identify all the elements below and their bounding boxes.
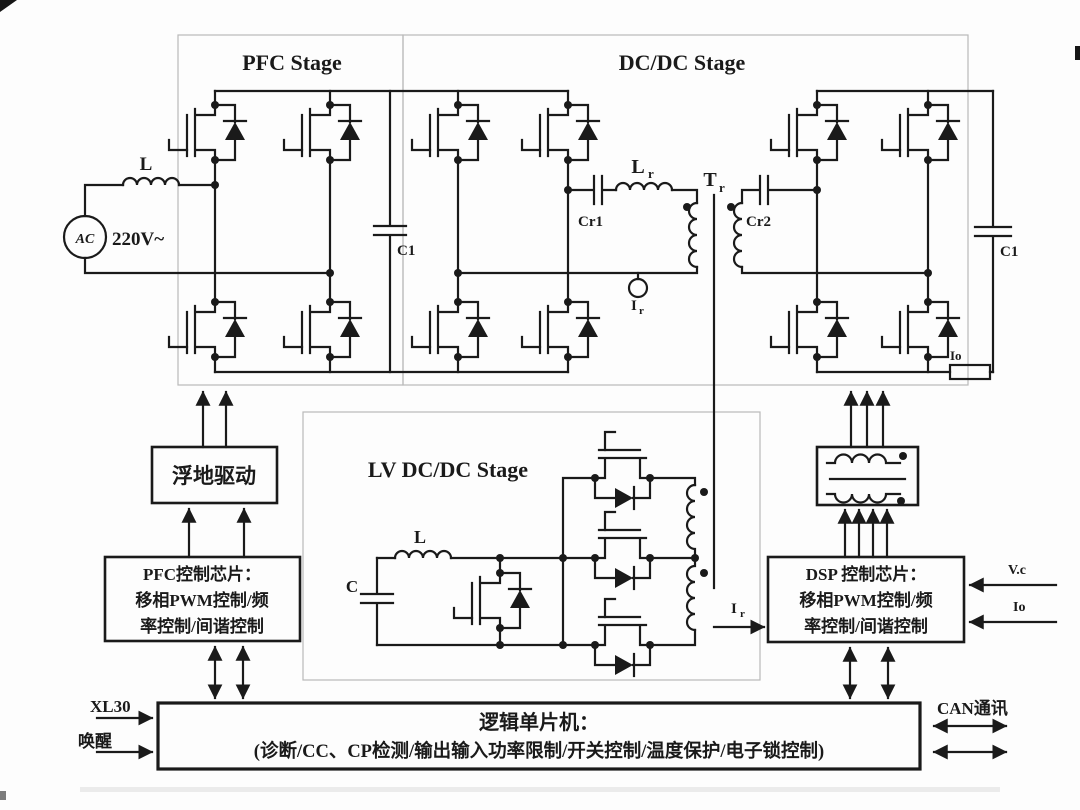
dcdc-stage-title: DC/DC Stage bbox=[619, 50, 746, 75]
scan-artifact-top-left bbox=[0, 0, 17, 12]
mosfet-sec-high2 bbox=[880, 99, 961, 166]
dcdc-stage-box bbox=[402, 34, 969, 386]
scan-artifact-bottom-left bbox=[0, 791, 6, 800]
mosfet-sec-low2 bbox=[880, 296, 961, 363]
pfc-control-box bbox=[103, 555, 302, 643]
tr-label: T bbox=[703, 169, 717, 191]
io-input-label: Io bbox=[1013, 600, 1025, 615]
ir-current-sensor: I r bbox=[627, 271, 649, 317]
ir-out-label-sub: r bbox=[740, 608, 745, 620]
dsp-control-line3: 率控制/间谐控制 bbox=[804, 616, 928, 636]
mosfet-lv-buck bbox=[452, 567, 533, 634]
xl30-label: XL30 bbox=[90, 697, 131, 716]
ir-sensor-label-sub: r bbox=[639, 305, 644, 317]
cr1-label: Cr1 bbox=[578, 214, 603, 230]
cr2-label: Cr2 bbox=[746, 214, 771, 230]
wire-lr-to-transformer bbox=[670, 188, 699, 205]
pfc-stage-title: PFC Stage bbox=[242, 50, 342, 75]
lv-inductor bbox=[393, 549, 453, 560]
mosfet-sec-low1 bbox=[769, 296, 850, 363]
lv-capacitor bbox=[359, 556, 395, 647]
wire-lv-winding-top bbox=[648, 476, 697, 487]
logic-mcu-line1: 逻辑单片机： bbox=[479, 710, 599, 734]
mosfet-dcdc-high2 bbox=[520, 99, 601, 166]
wire-lv-winding-bot bbox=[648, 628, 697, 647]
dsp-control-line2: 移相PWM控制/频 bbox=[799, 590, 932, 610]
logic-mcu-box bbox=[156, 701, 922, 771]
lv-filter: C L bbox=[346, 527, 597, 647]
mosfet-pfc-high1 bbox=[167, 99, 248, 166]
float-drive-box bbox=[150, 445, 279, 505]
mosfet-pfc-low2 bbox=[282, 296, 363, 363]
resonant-inductor bbox=[614, 181, 674, 192]
lv-center-tapped-winding bbox=[685, 483, 708, 632]
mosfet-sec-high1 bbox=[769, 99, 850, 166]
main-transformer: T r bbox=[683, 169, 744, 590]
mosfet-dcdc-low2 bbox=[520, 296, 601, 363]
mosfet-lv-top bbox=[589, 430, 656, 511]
junction-dots-top bbox=[211, 181, 932, 277]
capacitor-cr1 bbox=[566, 174, 618, 206]
mosfet-pfc-low1 bbox=[167, 296, 248, 363]
mosfet-lv-bottom bbox=[589, 597, 656, 678]
ac-source-label: AC bbox=[75, 232, 95, 247]
pfc-stage-box bbox=[177, 34, 404, 386]
ir-sensor-label: I bbox=[631, 298, 637, 314]
lv-stage-title: LV DC/DC Stage bbox=[368, 457, 528, 482]
tr-label-sub: r bbox=[719, 180, 725, 195]
transformer-secondary-winding bbox=[732, 201, 744, 269]
wire-ac-top bbox=[83, 183, 125, 218]
capacitor-cr2 bbox=[740, 174, 819, 206]
lr-label: L bbox=[631, 156, 644, 178]
transformer-primary-winding bbox=[687, 201, 699, 269]
lr-label-sub: r bbox=[648, 166, 654, 181]
lv-dcdc-stage-box bbox=[302, 411, 761, 681]
mosfet-lv-mid bbox=[589, 510, 656, 591]
junction-dots-lv bbox=[496, 554, 699, 649]
wake-label: 唤醒 bbox=[78, 731, 112, 751]
can-label: CAN通讯 bbox=[937, 699, 1008, 718]
output-capacitor-label: C1 bbox=[1000, 244, 1018, 260]
pfc-control-line3: 率控制/间谐控制 bbox=[140, 616, 264, 636]
lv-inductor-label: L bbox=[414, 527, 426, 547]
scan-smudge-bottom bbox=[80, 787, 1000, 792]
mosfet-pfc-high2 bbox=[282, 99, 363, 166]
wire-lv-bus bbox=[561, 476, 597, 647]
logic-mcu-line2: (诊断/CC、CP检测/输出输入功率限制/开关控制/温度保护/电子锁控制) bbox=[254, 740, 824, 762]
pfc-control-line2: 移相PWM控制/频 bbox=[135, 590, 268, 610]
output-capacitor: C1 bbox=[973, 89, 1018, 374]
input-inductor-label: L bbox=[140, 154, 153, 175]
mosfet-dcdc-high1 bbox=[410, 99, 491, 166]
pfc-control-line1: PFC控制芯片： bbox=[143, 564, 261, 584]
wire-primary-return bbox=[456, 265, 699, 275]
ac-voltage-label: 220V~ bbox=[112, 229, 164, 250]
ac-source: AC 220V~ bbox=[62, 214, 164, 260]
input-inductor bbox=[121, 176, 181, 187]
isolation-transformer-box bbox=[815, 445, 920, 507]
lv-capacitor-label: C bbox=[346, 577, 358, 596]
scan-artifact-right-edge bbox=[1075, 46, 1080, 60]
bus-capacitor: C1 bbox=[372, 89, 415, 374]
wire-secondary-return bbox=[740, 265, 930, 275]
vc-input-label: V.c bbox=[1008, 563, 1026, 578]
output-shunt-label: Io bbox=[950, 348, 962, 363]
float-drive-label: 浮地驱动 bbox=[172, 464, 256, 488]
output-shunt: Io bbox=[948, 348, 992, 381]
ir-out-label: I bbox=[731, 601, 737, 617]
wire-ac-bottom bbox=[83, 256, 332, 275]
mosfet-dcdc-low1 bbox=[410, 296, 491, 363]
bus-capacitor-label: C1 bbox=[397, 243, 415, 259]
dsp-control-line1: DSP 控制芯片： bbox=[806, 564, 926, 584]
dsp-control-box bbox=[766, 555, 966, 644]
